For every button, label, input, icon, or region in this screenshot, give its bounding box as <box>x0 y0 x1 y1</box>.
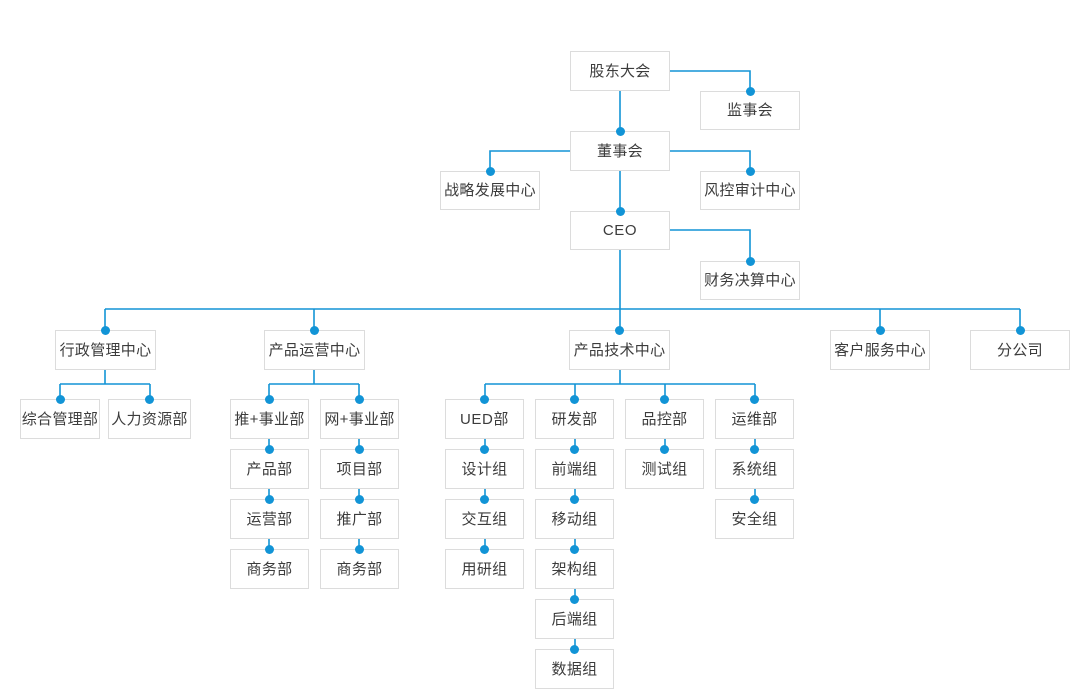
org-node[interactable]: 交互组 <box>445 499 524 539</box>
org-node[interactable]: 网+事业部 <box>320 399 399 439</box>
org-node-label: 数据组 <box>551 660 598 678</box>
org-node-label: 前端组 <box>551 460 598 478</box>
org-node-label: 推广部 <box>336 510 383 528</box>
org-node[interactable]: 移动组 <box>535 499 614 539</box>
org-node[interactable]: 项目部 <box>320 449 399 489</box>
org-node-label: 品控部 <box>641 410 688 428</box>
org-node-label: 产品运营中心 <box>268 341 361 359</box>
org-node-label: 风控审计中心 <box>704 182 796 199</box>
org-node[interactable]: 分公司 <box>970 330 1070 370</box>
org-node-label: 商务部 <box>336 560 383 578</box>
org-node-label: 设计组 <box>461 460 508 478</box>
org-node[interactable]: 股东大会 <box>570 51 670 91</box>
org-node-label: 测试组 <box>641 460 688 478</box>
org-node-label: 客户服务中心 <box>834 341 926 359</box>
org-node-label: 行政管理中心 <box>59 341 152 359</box>
org-node[interactable]: 推广部 <box>320 499 399 539</box>
org-node[interactable]: 系统组 <box>715 449 794 489</box>
org-node-label: 运维部 <box>731 410 778 428</box>
org-node[interactable]: 综合管理部 <box>20 399 100 439</box>
connector-line <box>670 70 751 91</box>
org-node-label: UED部 <box>459 410 510 428</box>
org-node[interactable]: 商务部 <box>230 549 309 589</box>
org-node-label: 运营部 <box>246 510 293 528</box>
org-node-label: 商务部 <box>246 560 293 578</box>
org-node[interactable]: 风控审计中心 <box>700 171 800 210</box>
org-node-label: 董事会 <box>597 142 643 160</box>
org-node-label: 战略发展中心 <box>444 182 536 199</box>
org-node[interactable]: 安全组 <box>715 499 794 539</box>
org-node-label: 系统组 <box>731 460 778 478</box>
org-node[interactable]: UED部 <box>445 399 524 439</box>
org-node-label: 交互组 <box>461 510 508 528</box>
org-node[interactable]: 行政管理中心 <box>55 330 156 370</box>
org-node-label: 财务决算中心 <box>704 272 796 289</box>
org-node[interactable]: 研发部 <box>535 399 614 439</box>
org-node-label: CEO <box>602 222 638 239</box>
org-node-label: 产品部 <box>246 460 293 478</box>
org-node[interactable]: 董事会 <box>570 131 670 171</box>
org-node[interactable]: 推+事业部 <box>230 399 309 439</box>
org-node-label: 推+事业部 <box>234 410 305 428</box>
org-node-label: 综合管理部 <box>21 410 99 428</box>
org-node[interactable]: 前端组 <box>535 449 614 489</box>
org-node[interactable]: 数据组 <box>535 649 614 689</box>
org-node[interactable]: 商务部 <box>320 549 399 589</box>
org-node[interactable]: 产品技术中心 <box>569 330 670 370</box>
org-node-label: 产品技术中心 <box>573 341 666 359</box>
org-node[interactable]: CEO <box>570 211 670 250</box>
org-node[interactable]: 客户服务中心 <box>830 330 930 370</box>
connector-line <box>489 150 570 171</box>
org-node[interactable]: 运营部 <box>230 499 309 539</box>
org-node[interactable]: 后端组 <box>535 599 614 639</box>
org-node-label: 后端组 <box>551 610 598 628</box>
org-node-label: 分公司 <box>997 341 1043 359</box>
org-node-label: 架构组 <box>551 560 598 578</box>
org-node[interactable]: 财务决算中心 <box>700 261 800 300</box>
org-node[interactable]: 运维部 <box>715 399 794 439</box>
org-node-label: 项目部 <box>336 460 383 478</box>
org-node-label: 股东大会 <box>589 62 651 80</box>
org-node[interactable]: 监事会 <box>700 91 800 130</box>
org-node[interactable]: 测试组 <box>625 449 704 489</box>
org-node-label: 网+事业部 <box>324 410 395 428</box>
org-node[interactable]: 产品运营中心 <box>264 330 365 370</box>
org-node[interactable]: 产品部 <box>230 449 309 489</box>
org-node-label: 用研组 <box>461 560 508 578</box>
org-node[interactable]: 人力资源部 <box>108 399 191 439</box>
org-node-label: 监事会 <box>727 102 773 119</box>
org-node[interactable]: 架构组 <box>535 549 614 589</box>
org-node-label: 安全组 <box>731 510 778 528</box>
org-node-label: 研发部 <box>551 410 598 428</box>
connector-line <box>670 229 751 261</box>
org-node-label: 移动组 <box>551 510 598 528</box>
org-node[interactable]: 用研组 <box>445 549 524 589</box>
connector-line <box>670 150 751 171</box>
org-node-label: 人力资源部 <box>111 410 188 428</box>
org-node[interactable]: 设计组 <box>445 449 524 489</box>
org-node[interactable]: 战略发展中心 <box>440 171 540 210</box>
org-node[interactable]: 品控部 <box>625 399 704 439</box>
